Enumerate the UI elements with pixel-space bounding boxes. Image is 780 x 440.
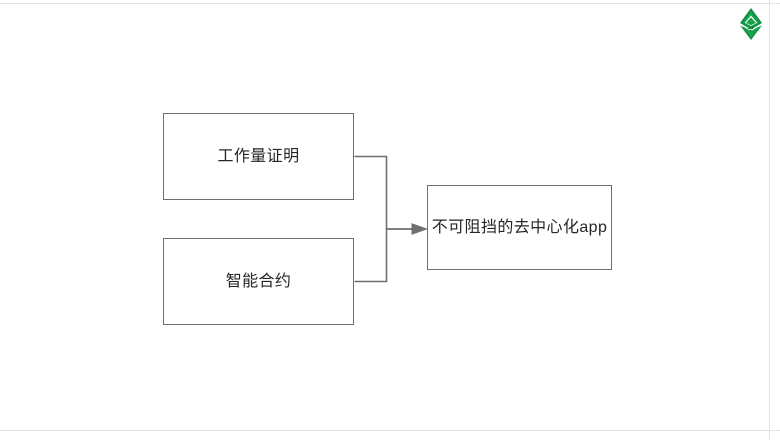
diagram-node-label: 不可阻挡的去中心化app	[431, 218, 608, 236]
page-frame-top-line	[0, 3, 780, 4]
diagram-node-label: 智能合约	[225, 272, 292, 290]
diagram-node-smart-contract[interactable]: 智能合约	[163, 238, 354, 325]
page-frame-right-line	[769, 0, 770, 440]
page-frame-bottom-line	[0, 430, 780, 431]
diagram-node-label: 工作量证明	[217, 147, 300, 165]
diagram-node-unstoppable-dapp[interactable]: 不可阻挡的去中心化app	[427, 185, 612, 270]
ethereum-classic-logo	[739, 8, 763, 40]
diagram-node-proof-of-work[interactable]: 工作量证明	[163, 113, 354, 200]
